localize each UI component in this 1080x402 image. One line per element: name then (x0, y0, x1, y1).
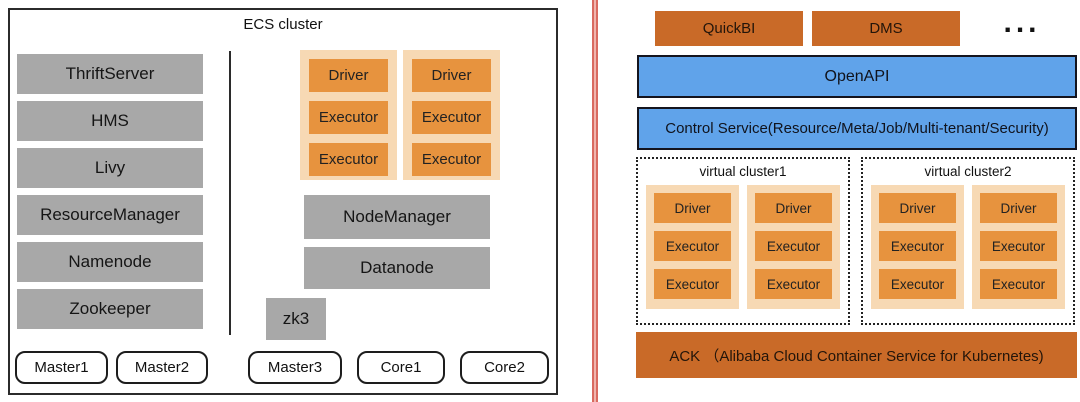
executor-box: Executor (309, 101, 388, 134)
executor-box: Executor (654, 231, 731, 261)
zk3-box: zk3 (266, 298, 326, 340)
serverless-panel: QuickBI DMS ... OpenAPI Control Service(… (630, 0, 1080, 402)
ecs-cluster-panel: ECS cluster ThriftServer HMS Livy Resour… (8, 8, 558, 395)
executor-box: Executor (755, 269, 832, 299)
virtual-cluster-2-stacks: Driver Executor Executor Driver Executor… (863, 179, 1073, 309)
driver-box: Driver (879, 193, 956, 223)
node-pill-master2: Master2 (116, 351, 208, 384)
driver-box: Driver (309, 59, 388, 92)
service-box-resourcemanager: ResourceManager (17, 195, 203, 235)
driver-box: Driver (980, 193, 1057, 223)
master-services-column: ThriftServer HMS Livy ResourceManager Na… (17, 54, 203, 329)
driver-box: Driver (412, 59, 491, 92)
executor-box: Executor (412, 101, 491, 134)
spark-stack: Driver Executor Executor (871, 185, 964, 309)
dms-box: DMS (812, 11, 960, 46)
spark-stack: Driver Executor Executor (646, 185, 739, 309)
node-pill-master3: Master3 (248, 351, 342, 384)
driver-box: Driver (654, 193, 731, 223)
executor-box: Executor (879, 269, 956, 299)
openapi-bar: OpenAPI (637, 55, 1077, 98)
panel-inner-divider (229, 51, 231, 335)
control-service-bar: Control Service(Resource/Meta/Job/Multi-… (637, 107, 1077, 150)
service-box-zookeeper: Zookeeper (17, 289, 203, 329)
service-box-thriftserver: ThriftServer (17, 54, 203, 94)
executor-box: Executor (980, 269, 1057, 299)
node-pill-core1: Core1 (357, 351, 445, 384)
spark-stack-2: Driver Executor Executor (403, 50, 500, 180)
datanode-box: Datanode (304, 247, 490, 289)
driver-box: Driver (755, 193, 832, 223)
virtual-cluster-2-title: virtual cluster2 (924, 164, 1012, 179)
executor-box: Executor (980, 231, 1057, 261)
service-box-hms: HMS (17, 101, 203, 141)
executor-box: Executor (879, 231, 956, 261)
executor-box: Executor (755, 231, 832, 261)
spark-stack: Driver Executor Executor (747, 185, 840, 309)
virtual-cluster-1: virtual cluster1 Driver Executor Executo… (636, 157, 850, 325)
node-pill-master1: Master1 (15, 351, 108, 384)
virtual-cluster-2: virtual cluster2 Driver Executor Executo… (861, 157, 1075, 325)
diagram-divider-line (592, 0, 598, 402)
service-box-namenode: Namenode (17, 242, 203, 282)
node-pill-core2: Core2 (460, 351, 549, 384)
spark-stack-1: Driver Executor Executor (300, 50, 397, 180)
virtual-cluster-1-stacks: Driver Executor Executor Driver Executor… (638, 179, 848, 309)
executor-box: Executor (309, 143, 388, 176)
nodemanager-box: NodeManager (304, 195, 490, 239)
quickbi-box: QuickBI (655, 11, 803, 46)
service-box-livy: Livy (17, 148, 203, 188)
spark-stack: Driver Executor Executor (972, 185, 1065, 309)
ecs-cluster-title: ECS cluster (243, 16, 323, 33)
virtual-cluster-1-title: virtual cluster1 (699, 164, 787, 179)
executor-box: Executor (654, 269, 731, 299)
ack-bar: ACK （Alibaba Cloud Container Service for… (636, 332, 1077, 378)
more-apps-ellipsis: ... (1003, 6, 1041, 39)
executor-box: Executor (412, 143, 491, 176)
